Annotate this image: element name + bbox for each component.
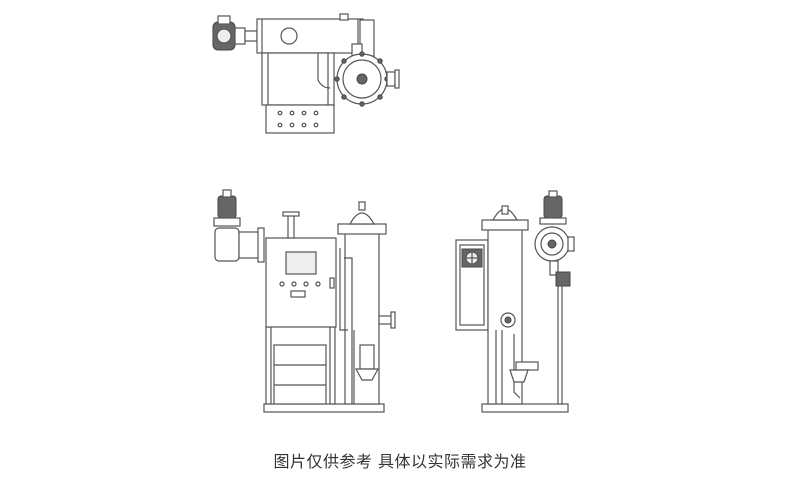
- caption: 图片仅供参考 具体以实际需求为准: [273, 452, 527, 471]
- side-view: [455, 190, 575, 413]
- side-view-cooling-fan: [461, 248, 483, 268]
- top-view-filter-vessel: [334, 51, 400, 107]
- top-view-control-panel: [265, 104, 335, 134]
- side-view-drain-valve: [515, 361, 539, 371]
- top-view-motor: [212, 15, 258, 51]
- front-view-cabinet-buttons: [279, 281, 321, 298]
- front-view-base: [263, 403, 385, 413]
- front-view: [213, 189, 396, 413]
- top-view-body: [261, 52, 335, 106]
- top-view-manifold: [256, 18, 364, 54]
- front-view-motor: [213, 189, 265, 263]
- front-view-display-screen: [285, 251, 317, 275]
- top-view-panel-lamps: [277, 110, 319, 128]
- front-view-collection-tank: [359, 344, 375, 370]
- top-view-inspection-port: [280, 27, 298, 45]
- side-view-motor: [534, 190, 575, 287]
- front-view-lower-cabinet: [273, 344, 327, 405]
- front-view-control-cabinet: [265, 237, 337, 328]
- top-view: [212, 13, 400, 134]
- side-view-base: [481, 403, 569, 413]
